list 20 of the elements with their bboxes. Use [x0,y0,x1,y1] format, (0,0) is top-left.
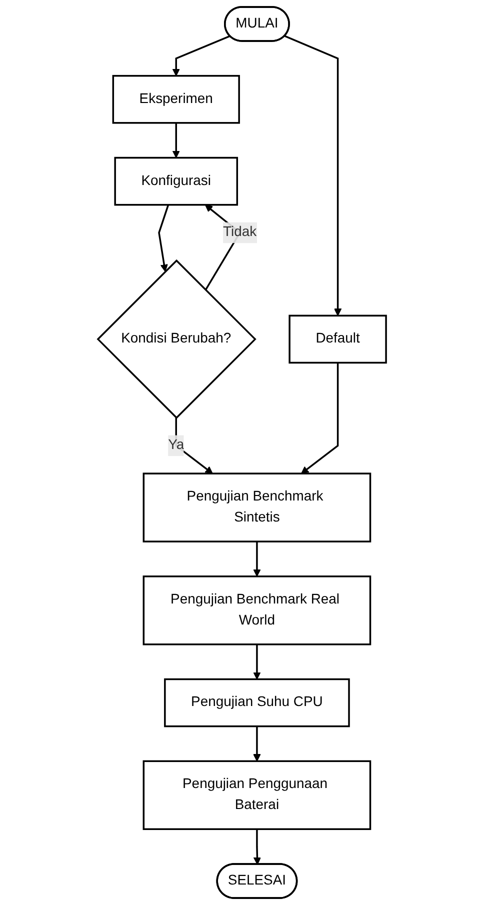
edge-label: Ya [168,438,185,453]
node-box: Konfigurasi [114,156,238,206]
arrow [302,362,340,474]
node-box: Pengujian Suhu CPU [164,678,350,728]
arrow [158,204,170,272]
arrow [254,829,262,865]
node-box: Pengujian Penggunaan Baterai [143,760,372,830]
arrow [254,644,262,680]
arrow [254,726,262,762]
arrow [254,542,262,577]
arrow [284,35,342,316]
node-box: Eksperimen [112,74,240,124]
node-box: Pengujian Benchmark Real World [143,576,372,646]
arrow [176,418,214,474]
node-box: Default [289,314,388,364]
arrow [172,122,180,158]
arrow [172,35,231,76]
node-box: Pengujian Benchmark Sintetis [143,472,372,542]
node-diamond: Kondisi Berubah? [97,259,257,419]
edge-label: Tidak [224,224,258,240]
